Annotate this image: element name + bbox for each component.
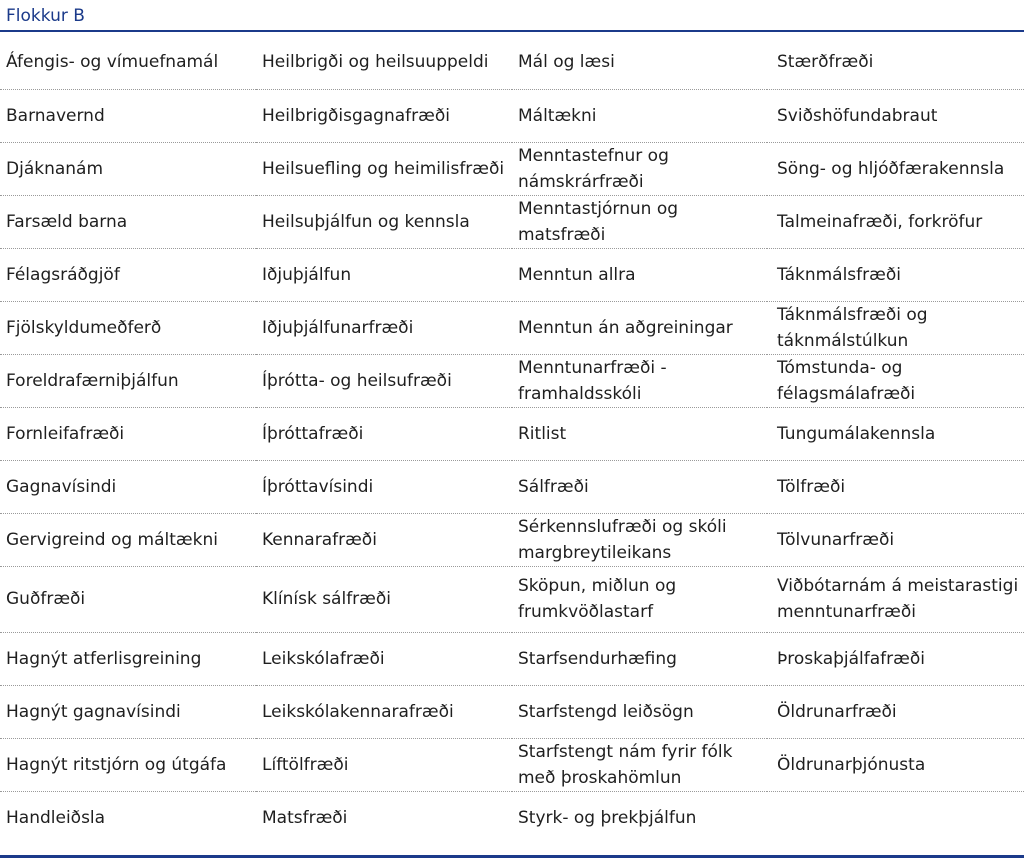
program-cell: Máltækni	[512, 89, 767, 143]
program-cell: Gagnavísindi	[0, 460, 256, 514]
program-cell: Gervigreind og máltækni	[0, 513, 256, 567]
program-cell: Sálfræði	[512, 460, 767, 514]
program-cell: Menntun allra	[512, 248, 767, 302]
title-underline	[0, 30, 1024, 32]
program-cell: Guðfræði	[0, 566, 256, 633]
program-cell: Leikskólafræði	[256, 632, 512, 686]
program-cell: Menntun án aðgreiningar	[512, 301, 767, 355]
program-cell: Fornleifafræði	[0, 407, 256, 461]
program-cell: Íþróttafræði	[256, 407, 512, 461]
program-cell: Heilbrigðisgagnafræði	[256, 89, 512, 143]
program-cell: Táknmálsfræði	[767, 248, 1024, 302]
program-cell: Íþrótta- og heilsufræði	[256, 354, 512, 408]
program-cell: Starfstengt nám fyrir fólk með þroskahöm…	[512, 738, 767, 792]
program-cell: Djáknanám	[0, 142, 256, 196]
program-cell: Iðjuþjálfun	[256, 248, 512, 302]
program-cell: Tómstunda- og félagsmálafræði	[767, 354, 1024, 408]
program-cell: Tungumálakennsla	[767, 407, 1024, 461]
program-cell: Handleiðsla	[6, 807, 106, 828]
program-cell: Fjölskyldumeðferð	[0, 301, 256, 355]
program-cell	[767, 791, 1024, 844]
program-cell: Áfengis- og vímuefnamál	[0, 36, 256, 90]
program-cell: Barnavernd	[0, 89, 256, 143]
program-cell: Öldrunarþjónusta	[767, 738, 1024, 792]
program-cell: Táknmálsfræði og táknmálstúlkun	[767, 301, 1024, 355]
program-cell: Menntunarfræði - framhaldsskóli	[512, 354, 767, 408]
program-cell: Sviðshöfundabraut	[767, 89, 1024, 143]
page-title: Flokkur B	[6, 6, 85, 26]
program-cell: Menntastefnur og námskrárfræði	[512, 142, 767, 196]
program-cell: Iðjuþjálfunarfræði	[256, 301, 512, 355]
program-cell: Starfsendurhæfing	[512, 632, 767, 686]
program-cell: Líftölfræði	[256, 738, 512, 792]
program-cell: Foreldrafærniþjálfun	[0, 354, 256, 408]
program-cell: Viðbótarnám á meistarastigi í menntunarf…	[767, 566, 1024, 633]
program-cell: Menntastjórnun og matsfræði	[512, 195, 767, 249]
program-cell: Starfstengd leiðsögn	[512, 685, 767, 739]
program-cell: Mál og læsi	[512, 36, 767, 90]
program-cell: Sköpun, miðlun og frumkvöðlastarf	[512, 566, 767, 633]
program-cell: Ritlist	[512, 407, 767, 461]
program-cell: Söng- og hljóðfærakennsla	[767, 142, 1024, 196]
program-cell: Leikskólakennarafræði	[256, 685, 512, 739]
program-cell: Klínísk sálfræði	[256, 566, 512, 633]
program-cell: Íþróttavísindi	[256, 460, 512, 514]
program-cell: Hagnýt atferlisgreining	[0, 632, 256, 686]
program-cell: Heilsuþjálfun og kennsla	[256, 195, 512, 249]
program-cell: Hagnýt gagnavísindi	[0, 685, 256, 739]
program-cell: Félagsráðgjöf	[0, 248, 256, 302]
program-cell: Talmeinafræði, forkröfur	[767, 195, 1024, 249]
program-cell: Styrk- og þrekþjálfun	[518, 807, 697, 828]
program-cell: Heilbrigði og heilsuuppeldi	[256, 36, 512, 90]
table-row: Handleiðsla Matsfræði Styrk- og þrekþjálfu…	[0, 791, 1024, 844]
program-cell: Sérkennslufræði og skóli margbreytileika…	[512, 513, 767, 567]
program-cell: Kennarafræði	[256, 513, 512, 567]
program-cell: Tölfræði	[767, 460, 1024, 514]
program-cell: Farsæld barna	[0, 195, 256, 249]
program-cell: Þroskaþjálfafræði	[767, 632, 1024, 686]
program-cell: Heilsuefling og heimilisfræði	[256, 142, 512, 196]
program-cell: Öldrunarfræði	[767, 685, 1024, 739]
program-cell: Matsfræði	[262, 807, 348, 828]
program-cell: Hagnýt ritstjórn og útgáfa	[0, 738, 256, 792]
table-bottom-rule	[0, 855, 1024, 858]
program-cell: Stærðfræði	[767, 36, 1024, 90]
program-cell: Tölvunarfræði	[767, 513, 1024, 567]
